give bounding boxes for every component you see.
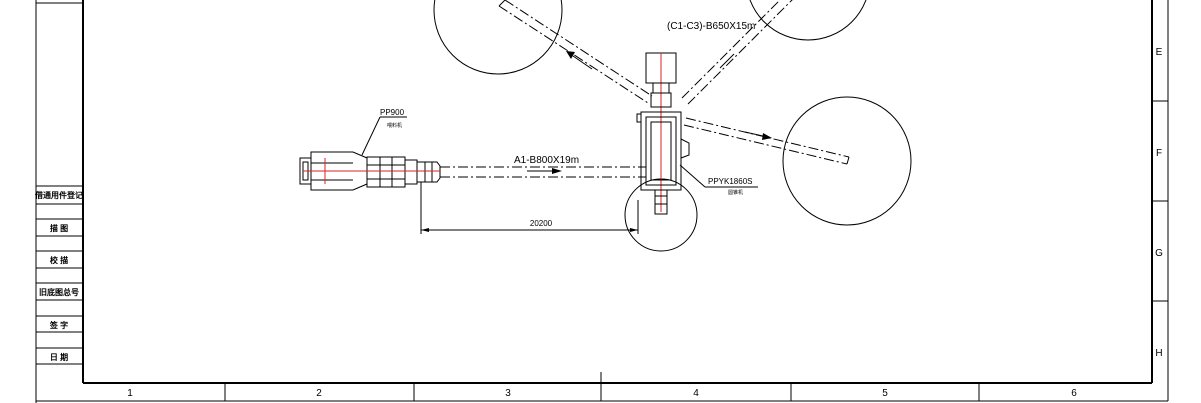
conveyor-c2 — [681, 0, 793, 105]
column-label-6: 6 — [1071, 388, 1077, 399]
flow-arrow-c1 — [566, 51, 575, 59]
row-label-h: H — [1155, 348, 1162, 359]
panel-row-date: 日 期 — [50, 352, 68, 362]
conveyor-c3 — [683, 117, 850, 165]
column-label-3: 3 — [505, 388, 511, 399]
panel-row-drawing: 描 图 — [50, 223, 68, 233]
column-label-2: 2 — [316, 388, 322, 399]
circle-right — [782, 96, 912, 226]
crusher-ppyk1860s: PPYK1860S 圆锥机 — [636, 52, 758, 215]
feeder-name-label: 喂料机 — [387, 122, 402, 129]
column-label-4: 4 — [693, 388, 699, 399]
circle-upper-left — [433, 0, 563, 75]
row-label-f: F — [1156, 148, 1162, 159]
conveyor-c1 — [498, 0, 653, 104]
conveyor-main-label: A1-B800X19m — [514, 155, 579, 166]
row-ruler: E F G H — [1152, 47, 1168, 359]
column-ruler: 1 2 3 4 5 6 — [127, 383, 1077, 401]
row-label-e: E — [1156, 47, 1163, 58]
flow-arrow-a1 — [552, 168, 562, 174]
row-label-g: G — [1155, 248, 1163, 259]
conveyor-a1 — [440, 166, 646, 178]
flow-arrow-c3 — [762, 133, 772, 140]
panel-row-register: 借通用件登记 — [34, 190, 83, 200]
feeder-model-label: PP900 — [380, 108, 405, 117]
circle-upper-right — [749, 0, 867, 41]
column-label-1: 1 — [127, 388, 133, 399]
panel-row-signature: 签 字 — [49, 320, 68, 330]
crusher-model-label: PPYK1860S — [708, 177, 752, 186]
column-label-5: 5 — [882, 388, 888, 399]
registration-panel: 借通用件登记 描 图 校 描 旧底图总号 签 字 日 期 — [34, 185, 83, 365]
dimension-value: 20200 — [530, 219, 553, 228]
conveyor-branch-label: (C1-C3)-B650X15m — [667, 21, 755, 32]
drawing-border — [35, 0, 1169, 403]
swing-radius-circles — [433, 0, 912, 252]
dimension-line: 20200 — [420, 182, 639, 234]
panel-row-tracing: 校 描 — [50, 255, 68, 265]
feeder-pp900: PP900 喂料机 — [299, 108, 441, 191]
crusher-name-label: 圆锥机 — [728, 189, 743, 196]
panel-row-old-number: 旧底图总号 — [39, 287, 79, 297]
